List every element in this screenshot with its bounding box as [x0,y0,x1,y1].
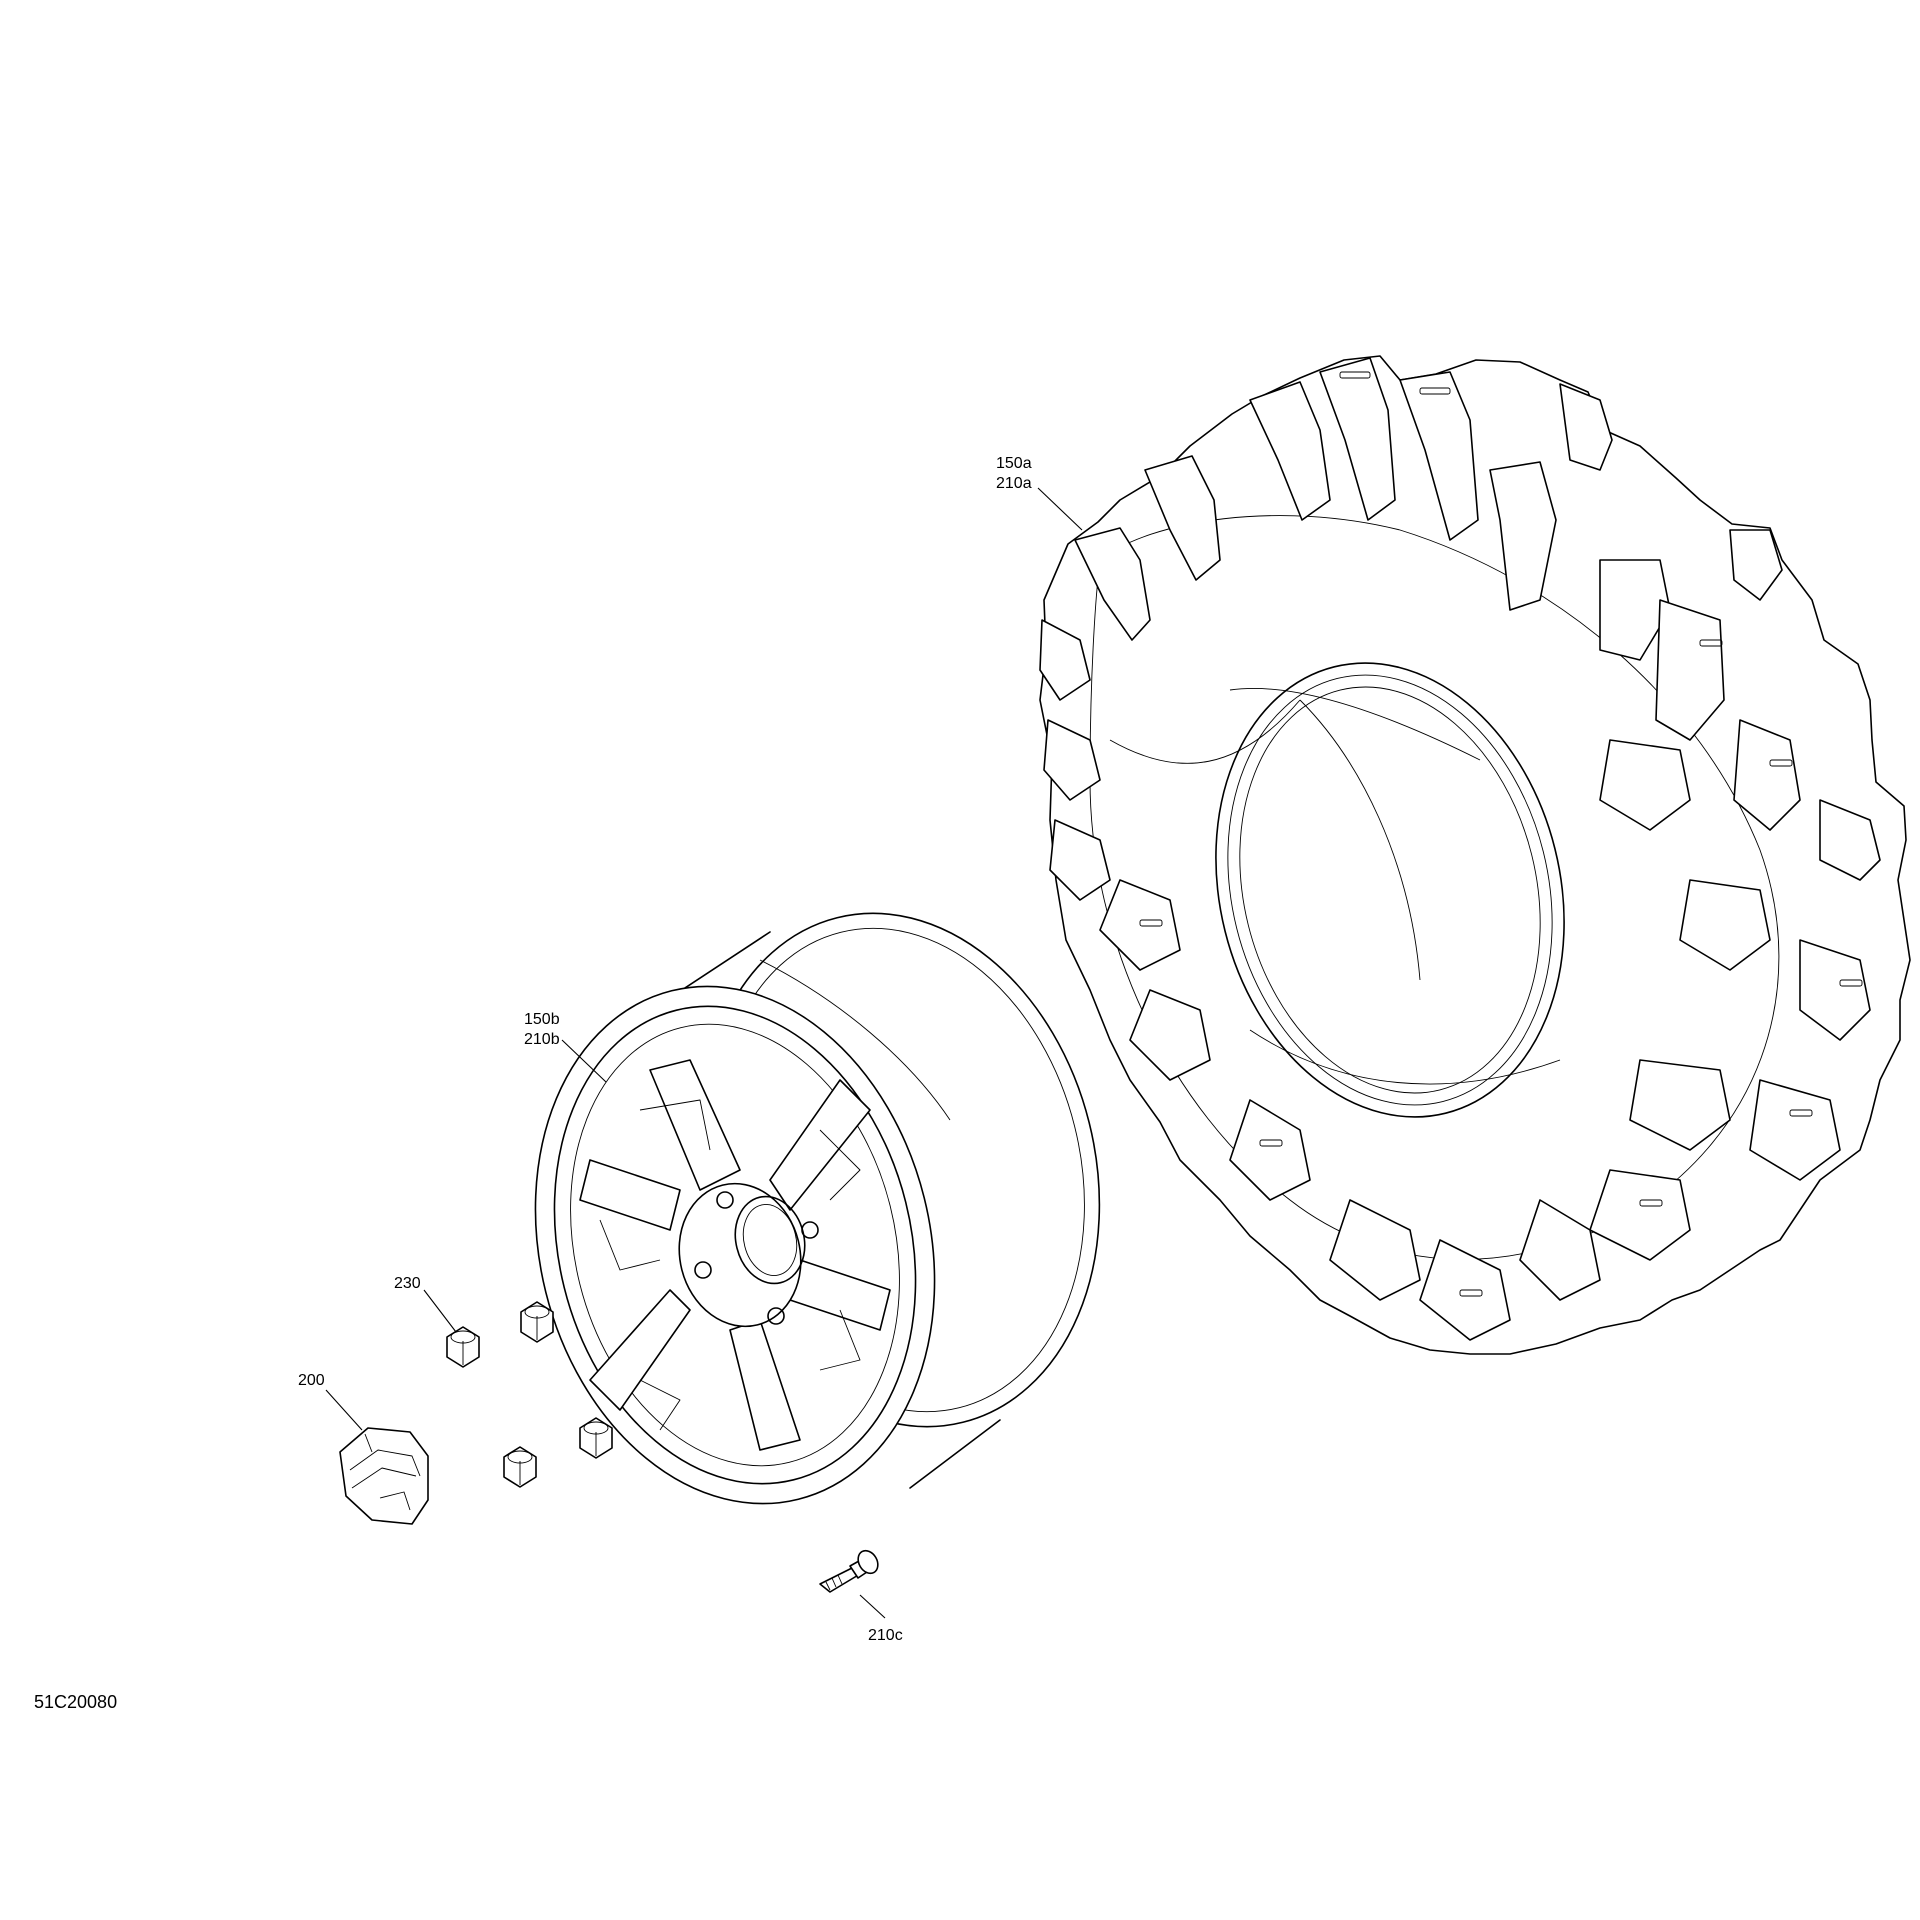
leader-line-nut [423,1289,457,1333]
rim-barrel-bottom [909,1419,1001,1489]
rim-lug-hole [716,1191,734,1209]
rim-lug-hole [767,1307,785,1325]
callout-wheel-nut: 230 [394,1275,421,1292]
tire-bead-opening [1215,662,1565,1118]
rim-lug-hole [694,1261,712,1279]
center-cap[interactable] [339,1427,429,1525]
wheel-nut[interactable] [579,1417,613,1459]
rim-hub [678,1182,802,1328]
leader-line-rim [561,1039,607,1083]
drawing-number: 51C20080 [34,1692,117,1712]
callout-valve-stem: 210c [868,1627,903,1644]
wheel-nut[interactable] [520,1301,554,1343]
wheel-nut[interactable] [446,1326,480,1368]
rim-face-lip [553,1005,917,1485]
leader-line-tire [1037,487,1083,531]
callout-rim-150b: 150b [524,1011,560,1028]
rim-lug-hole [801,1221,819,1239]
tire[interactable] [1039,355,1911,1355]
leader-line-cap [325,1389,363,1431]
rim[interactable] [482,871,1152,1547]
tire-lugs [1039,357,1881,1341]
valve-stem[interactable] [819,1547,882,1593]
rim-spokes [579,1059,891,1451]
wheel-nut[interactable] [503,1446,537,1488]
callout-rim-210b: 210b [524,1031,560,1048]
callout-tire-150a: 150a [996,455,1032,472]
leader-line-valve [859,1594,886,1619]
callout-tire-210a: 210a [996,475,1032,492]
tire-lug-slots [1139,371,1863,1297]
callout-center-cap: 200 [298,1372,325,1389]
